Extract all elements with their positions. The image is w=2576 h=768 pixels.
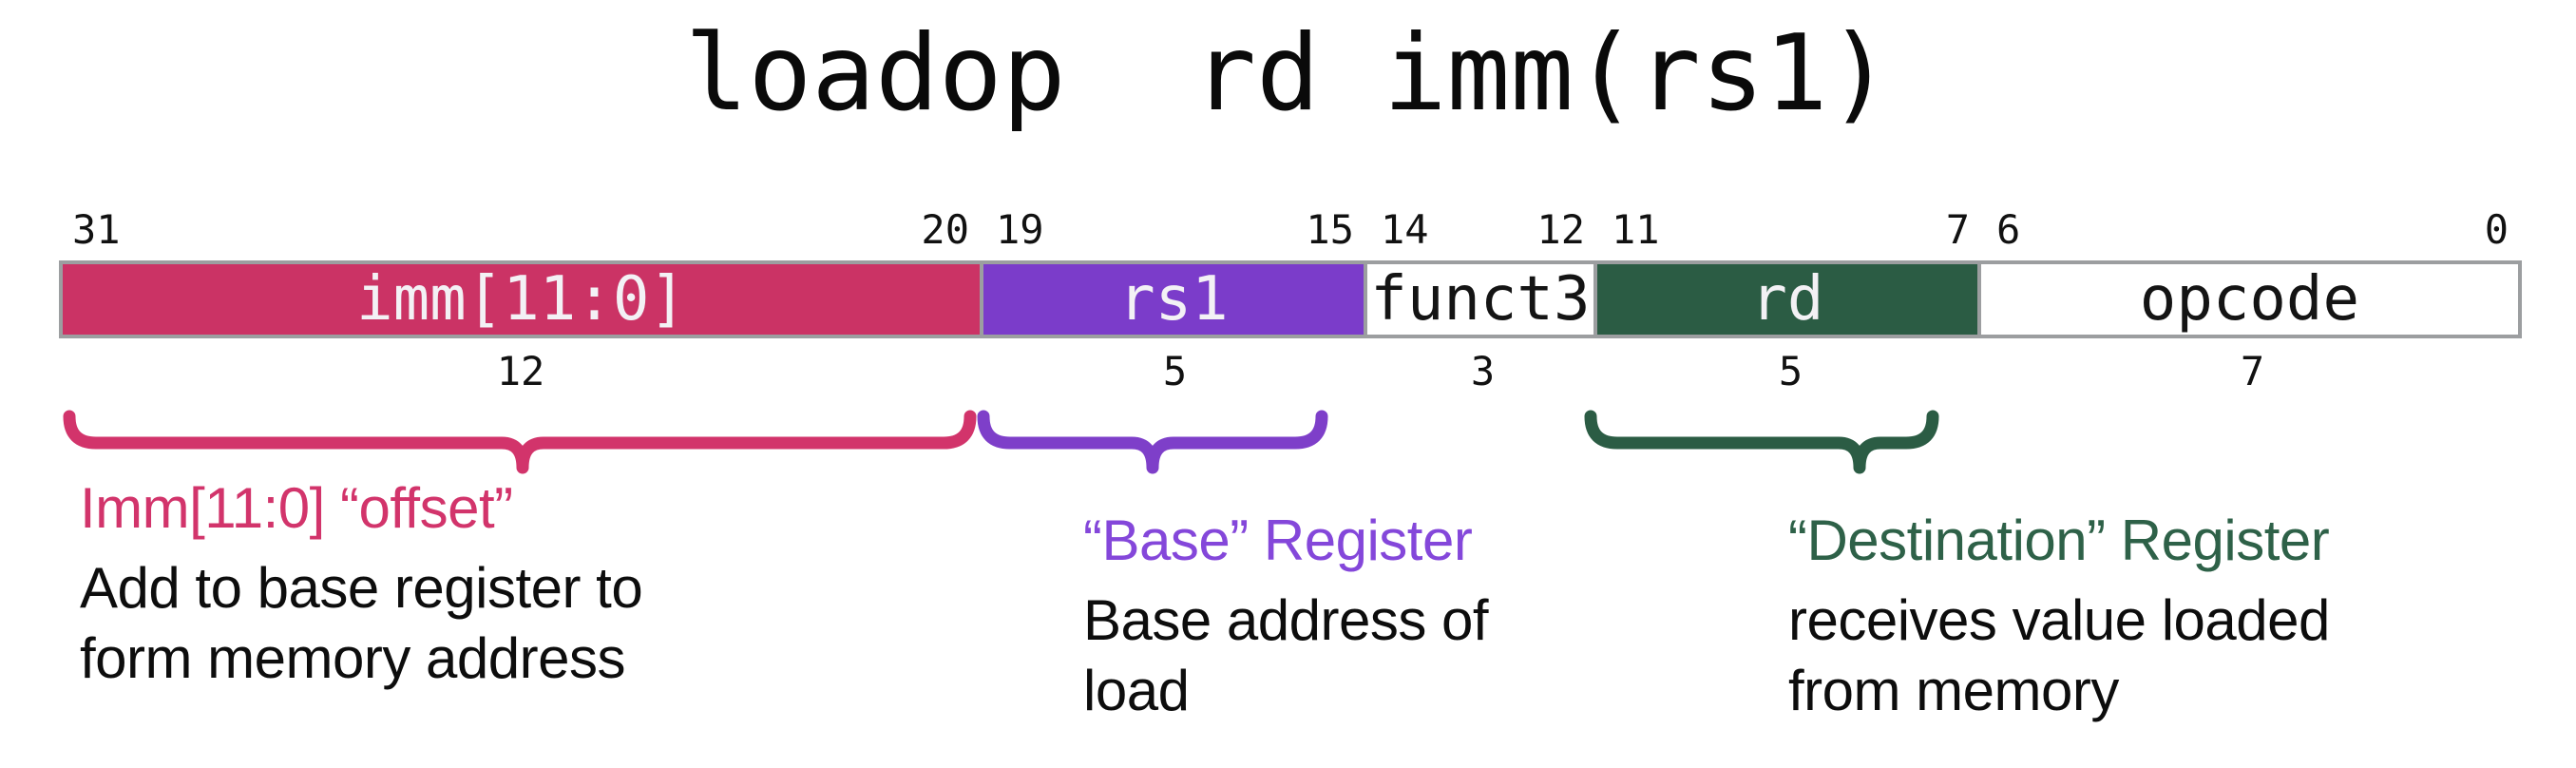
field-funct3-label: funct3 [1370,264,1591,335]
bit-lo-imm: 20 [921,206,969,253]
bit-lo-rs1: 15 [1306,206,1354,253]
bit-width-row: 12 5 3 5 7 [59,348,2522,394]
field-rd: rd [1597,264,1981,335]
annotation-rs1-body: Base address of load [1083,588,1489,722]
bit-hi-rs1: 19 [996,206,1044,253]
annotation-rd: “Destination” Register receives value lo… [1788,506,2330,726]
bit-lo-opcode: 0 [2484,206,2509,253]
field-bar: imm[11:0] rs1 funct3 rd opcode [59,260,2522,338]
bit-hi-opcode: 6 [1996,206,2021,253]
imm-underbrace-icon [63,410,977,474]
bit-range-rs1: 19 15 [983,205,1367,255]
annotation-rs1: “Base” Register Base address of load [1083,506,1489,726]
rs1-underbrace-icon [977,410,1328,474]
bit-hi-rd: 11 [1612,206,1660,253]
width-imm: 12 [496,348,545,394]
annotation-rd-heading: “Destination” Register [1788,509,2330,572]
width-rs1: 5 [1162,348,1188,394]
bit-hi-funct3: 14 [1381,206,1429,253]
field-opcode: opcode [1980,264,2518,335]
width-opcode: 7 [2240,348,2265,394]
instruction-title: loadop rd imm(rs1) [684,12,1892,135]
annotation-imm: Imm[11:0] “offset” Add to base register … [80,473,643,694]
field-funct3: funct3 [1366,264,1597,335]
bit-range-imm: 31 20 [59,205,983,255]
width-rd: 5 [1778,348,1803,394]
annotation-rd-body: receives value loaded from memory [1788,588,2330,722]
field-rd-label: rd [1750,264,1824,335]
field-rs1-label: rs1 [1118,264,1229,335]
annotation-imm-heading: Imm[11:0] “offset” [80,476,513,540]
width-funct3: 3 [1470,348,1496,394]
instruction-bit-diagram: 31 20 19 15 14 12 11 7 6 0 imm[11:0] rs1… [59,205,2522,394]
field-opcode-label: opcode [2139,264,2359,335]
bit-range-opcode: 6 0 [1983,205,2522,255]
bit-range-rd: 11 7 [1598,205,1983,255]
field-rs1: rs1 [983,264,1367,335]
field-imm-label: imm[11:0] [356,264,686,335]
rd-underbrace-icon [1584,410,1939,474]
bit-range-funct3: 14 12 [1367,205,1598,255]
bit-index-row: 31 20 19 15 14 12 11 7 6 0 [59,205,2522,255]
annotation-imm-body: Add to base register to form memory addr… [80,556,643,690]
bit-lo-funct3: 12 [1536,206,1585,253]
bit-lo-rd: 7 [1945,206,1970,253]
field-imm: imm[11:0] [63,264,983,335]
annotation-rs1-heading: “Base” Register [1083,509,1473,572]
bit-hi-imm: 31 [72,206,121,253]
